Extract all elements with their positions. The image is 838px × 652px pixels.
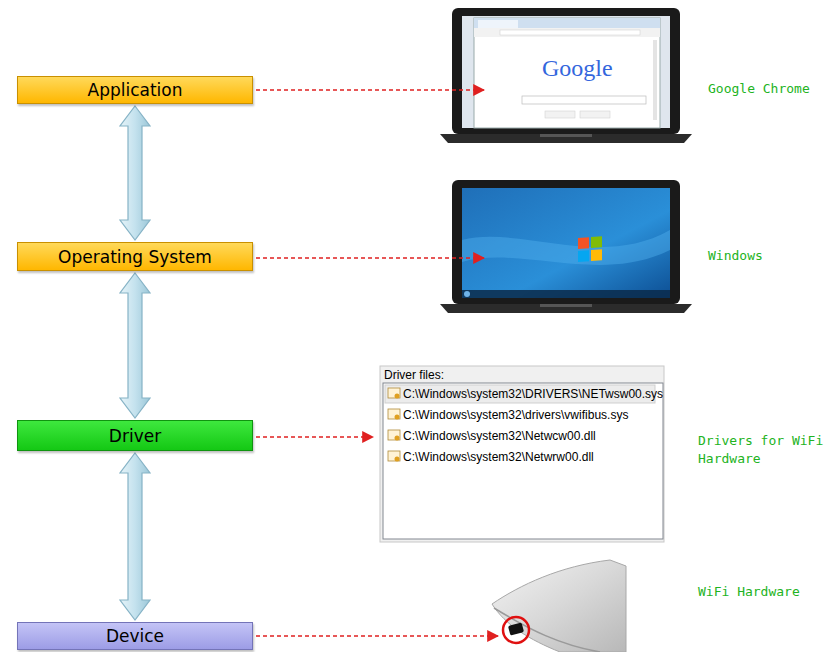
- file-path: C:\Windows\system32\Netwcw00.dll: [403, 428, 596, 444]
- layer-box: Operating System: [17, 242, 253, 271]
- file-path: C:\Windows\system32\DRIVERS\NETwsw00.sys: [403, 386, 661, 402]
- laptop-windows: [440, 180, 692, 313]
- layer-box: Application: [17, 76, 253, 104]
- double-arrow: [120, 106, 150, 240]
- layer-box: Driver: [17, 420, 253, 451]
- layer-caption: Windows: [708, 247, 763, 265]
- driver-files-panel: [380, 366, 664, 542]
- layer-caption: WiFi Hardware: [698, 583, 800, 601]
- laptop-chrome: [440, 8, 692, 143]
- layer-caption: Google Chrome: [708, 80, 810, 98]
- layer-box: Device: [17, 622, 253, 650]
- box-label: Driver: [101, 424, 169, 448]
- box-label: Device: [98, 624, 172, 648]
- layer-caption: Drivers for WiFi Hardware: [698, 432, 834, 467]
- wifi-hardware: [492, 560, 626, 652]
- double-arrow: [120, 273, 150, 418]
- box-label: Application: [80, 78, 191, 102]
- double-arrow: [120, 453, 150, 620]
- file-path: C:\Windows\system32\drivers\vwifibus.sys: [403, 407, 628, 423]
- file-path: C:\Windows\system32\Netwrw00.dll: [403, 449, 594, 465]
- box-label: Operating System: [50, 245, 220, 269]
- leader-arrow: [256, 90, 498, 636]
- panel-title: Driver files:: [384, 367, 444, 383]
- logo-text: Google: [540, 52, 615, 84]
